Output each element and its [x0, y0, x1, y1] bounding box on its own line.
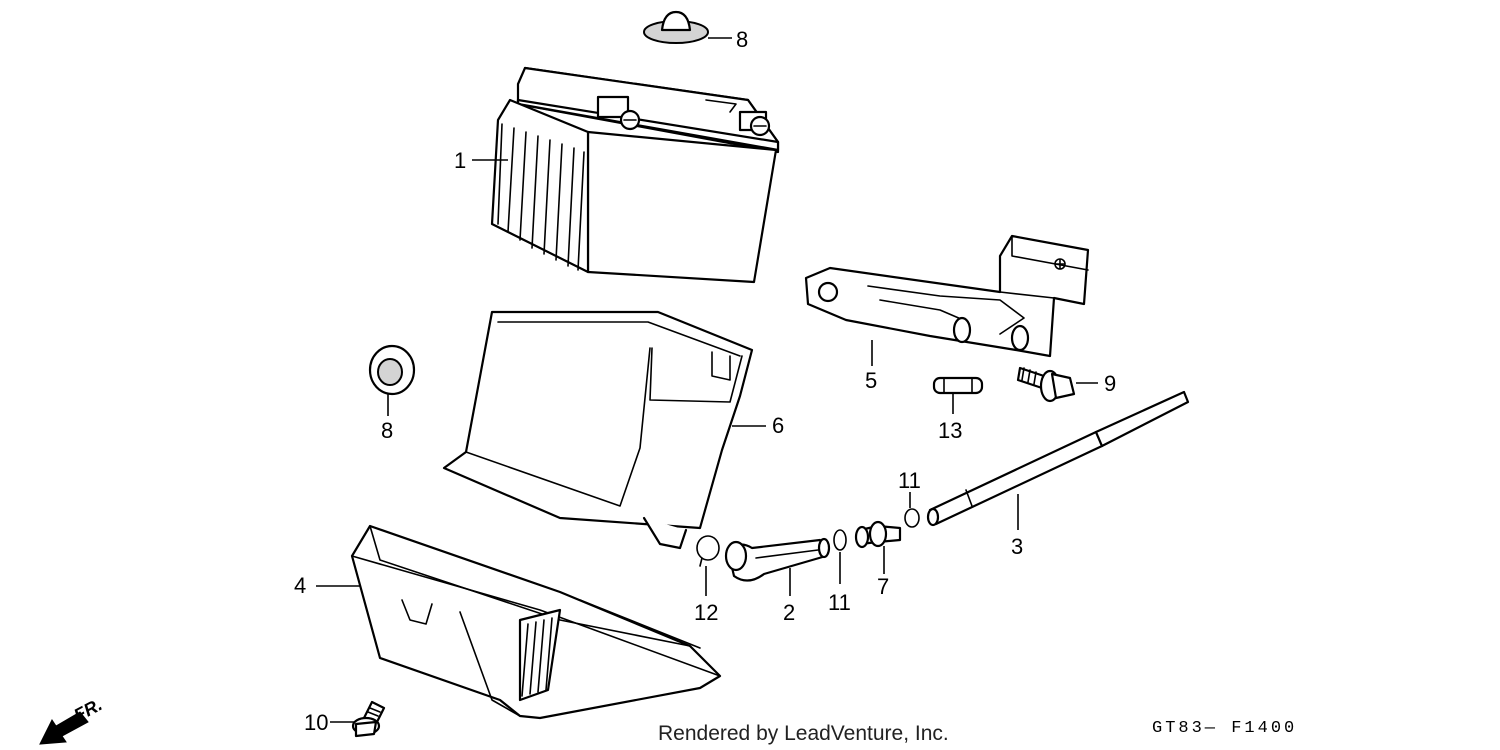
callout-11-upper: 11 [898, 468, 921, 493]
cushion-top-part[interactable] [643, 10, 732, 44]
callout-3: 3 [1011, 534, 1023, 559]
bolt-right-part[interactable] [1016, 366, 1098, 403]
tube-long-part[interactable] [926, 390, 1190, 530]
diagram-code: GT83— F1400 [1152, 719, 1297, 738]
clip-left-part[interactable] [696, 535, 720, 596]
callout-12: 12 [694, 600, 718, 625]
footer-credit: Rendered by LeadVenture, Inc. [658, 722, 949, 745]
callout-13: 13 [938, 418, 962, 443]
callout-6: 6 [772, 413, 784, 438]
callout-5: 5 [865, 368, 877, 393]
tube-short-part[interactable] [724, 537, 831, 596]
fuse-part[interactable] [932, 376, 984, 414]
lower-cover-part[interactable] [316, 524, 722, 720]
clip-upper-part[interactable] [904, 492, 920, 528]
cushion-left-part[interactable] [368, 344, 416, 416]
bracket-part[interactable] [804, 234, 1090, 366]
battery-case-part[interactable] [442, 310, 766, 550]
callout-1: 1 [454, 148, 466, 173]
callout-11-lower: 11 [828, 590, 851, 615]
callout-8-left: 8 [381, 418, 393, 443]
clip-lower-part[interactable] [833, 529, 847, 584]
callout-8-top: 8 [736, 27, 748, 52]
callout-2: 2 [783, 600, 795, 625]
callout-7: 7 [877, 574, 889, 599]
front-direction-arrow-icon [39, 711, 89, 745]
battery-part[interactable] [472, 66, 780, 284]
callout-4: 4 [294, 573, 306, 598]
callout-9: 9 [1104, 371, 1116, 396]
joint-part[interactable] [854, 520, 902, 574]
callout-10: 10 [304, 710, 328, 735]
bolt-bottom-part[interactable] [330, 700, 386, 738]
